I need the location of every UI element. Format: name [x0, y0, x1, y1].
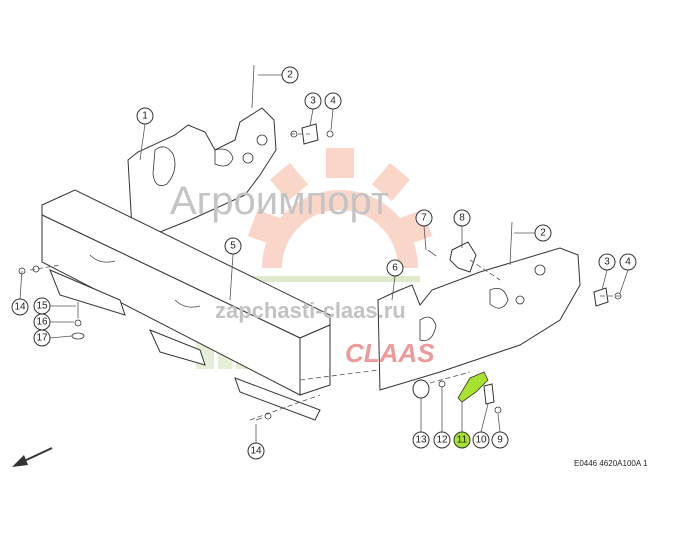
cap-13: [412, 379, 430, 399]
callout-14-lower[interactable]: 14: [247, 442, 265, 460]
callout-9[interactable]: 9: [491, 431, 509, 449]
callout-14[interactable]: 14: [11, 298, 29, 316]
callout-2-lower[interactable]: 2: [534, 224, 552, 242]
svg-text:17: 17: [36, 333, 48, 344]
callout-2[interactable]: 2: [281, 66, 299, 84]
callout-8[interactable]: 8: [453, 209, 471, 227]
drawing-code: E0446 4620A100A 1: [574, 459, 648, 468]
svg-text:14: 14: [250, 446, 262, 457]
callout-13[interactable]: 13: [412, 431, 430, 449]
callout-6[interactable]: 6: [386, 259, 404, 277]
svg-text:9: 9: [497, 435, 503, 446]
side-plate-right: [377, 247, 581, 391]
svg-text:14: 14: [14, 302, 26, 313]
svg-text:3: 3: [604, 257, 610, 268]
svg-text:6: 6: [392, 263, 398, 274]
direction-arrow-icon: [12, 447, 53, 467]
svg-text:7: 7: [421, 213, 427, 224]
svg-text:16: 16: [36, 317, 48, 328]
svg-text:13: 13: [415, 435, 427, 446]
svg-text:4: 4: [625, 257, 631, 268]
watermark-site: zapchasti-claas.ru: [215, 298, 406, 323]
svg-text:1: 1: [142, 111, 148, 122]
callout-7[interactable]: 7: [415, 209, 433, 227]
callout-10[interactable]: 10: [472, 431, 490, 449]
callout-5[interactable]: 5: [224, 237, 242, 255]
callout-3[interactable]: 3: [304, 92, 322, 110]
svg-text:12: 12: [436, 435, 448, 446]
watermark-gear-icon: [247, 148, 433, 268]
svg-text:5: 5: [230, 241, 236, 252]
callout-12[interactable]: 12: [433, 431, 451, 449]
svg-text:4: 4: [330, 96, 336, 107]
callout-4[interactable]: 4: [324, 92, 342, 110]
callout-4-lower[interactable]: 4: [619, 253, 637, 271]
callout-3-lower[interactable]: 3: [598, 253, 616, 271]
lever-11: [457, 371, 489, 403]
svg-text:8: 8: [459, 213, 465, 224]
side-plate-left: [127, 107, 277, 233]
main-beam: [41, 189, 331, 421]
bracket-8: [449, 241, 477, 273]
callout-16[interactable]: 16: [33, 313, 51, 331]
watermark-logo: CLAAS: [345, 338, 435, 368]
callout-1[interactable]: 1: [136, 107, 154, 125]
svg-text:15: 15: [36, 301, 48, 312]
svg-text:3: 3: [310, 96, 316, 107]
svg-text:2: 2: [287, 70, 293, 81]
watermark-brand: Агроимпорт: [170, 179, 389, 223]
svg-text:11: 11: [457, 435, 468, 446]
callout-15[interactable]: 15: [33, 297, 51, 315]
svg-text:2: 2: [540, 228, 546, 239]
bracket-3-lower: [593, 287, 609, 307]
callout-17[interactable]: 17: [33, 329, 51, 347]
callout-11-highlighted[interactable]: 11: [453, 431, 471, 449]
clip-10: [483, 383, 495, 405]
svg-text:10: 10: [475, 435, 487, 446]
